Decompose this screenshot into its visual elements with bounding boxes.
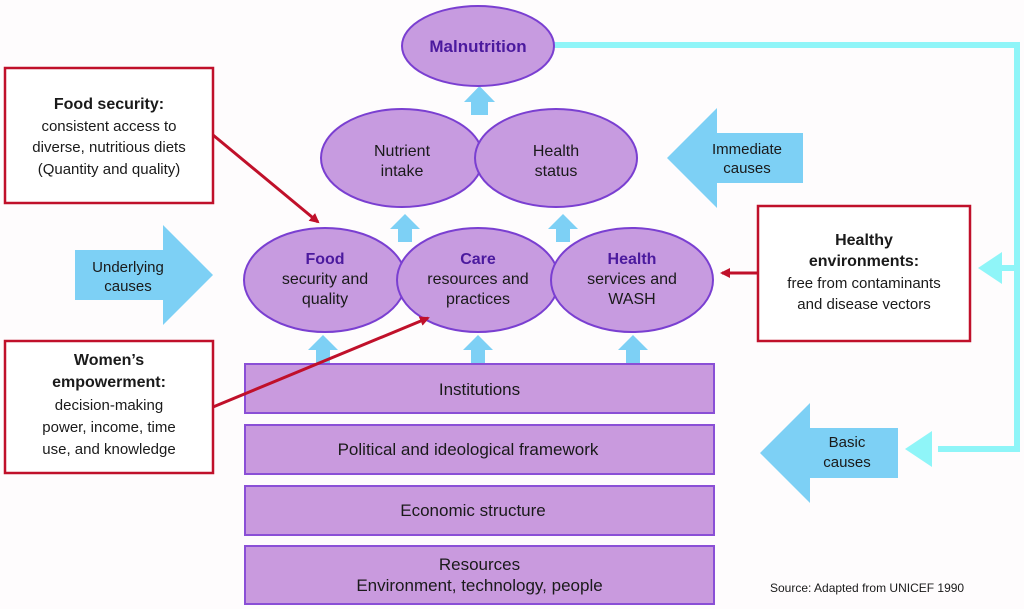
nutrient-intake-line1: Nutrient xyxy=(374,143,431,160)
health-services-line1: services and xyxy=(587,271,677,288)
immediate-causes-line1: Immediate xyxy=(712,141,782,158)
womens-empowerment-title1: Women’s xyxy=(74,352,144,369)
health-status-line2: status xyxy=(535,163,578,180)
immediate-causes-arrow: Immediate causes xyxy=(667,108,803,208)
underlying-causes-line1: Underlying xyxy=(92,259,164,276)
health-services-title: Health xyxy=(608,251,657,268)
feedback-connector xyxy=(540,42,1020,467)
healthy-environments-line2: and disease vectors xyxy=(797,296,930,313)
womens-empowerment-line2: power, income, time xyxy=(42,419,175,436)
layer-resources xyxy=(244,545,715,605)
womens-empowerment-box xyxy=(3,339,215,475)
layer-institutions-label: Institutions xyxy=(439,380,520,399)
underlying-causes-nodes: Food security and quality Care resources… xyxy=(243,227,714,333)
up-arrow-health-status xyxy=(548,214,578,242)
healthy-environments-line1: free from contaminants xyxy=(787,275,940,292)
malnutrition-ellipse xyxy=(401,5,555,87)
basic-causes-arrow: Basic causes xyxy=(760,403,898,503)
connector-arrowhead-healthy xyxy=(978,252,1002,284)
basic-layers: Institutions Political and ideological f… xyxy=(244,363,715,605)
womens-empowerment-line1: decision-making xyxy=(55,397,163,414)
food-security-line3: (Quantity and quality) xyxy=(38,161,181,178)
immediate-causes-line2: causes xyxy=(723,160,771,177)
health-status-line1: Health xyxy=(533,143,579,160)
up-arrow-health-services xyxy=(618,335,648,363)
immediate-causes-arrow-shape xyxy=(667,108,803,208)
nutrient-intake-line2: intake xyxy=(381,163,424,180)
food-security-callout: Food security: consistent access to dive… xyxy=(3,66,215,205)
health-status-ellipse xyxy=(474,108,638,208)
layer-political-label: Political and ideological framework xyxy=(338,440,599,459)
womens-empowerment-callout: Women’s empowerment: decision-making pow… xyxy=(3,339,215,475)
immediate-causes-nodes: Nutrient intake Health status xyxy=(320,108,638,208)
womens-empowerment-line3: use, and knowledge xyxy=(42,441,175,458)
food-security-line2: diverse, nutritious diets xyxy=(32,139,185,156)
food-security-line1: consistent access to xyxy=(41,118,176,135)
food-security-box xyxy=(3,66,215,205)
health-services-ellipse xyxy=(550,227,714,333)
layer-resources-subtitle: Environment, technology, people xyxy=(356,576,602,595)
connector-line-top xyxy=(540,42,1020,452)
food-security-pointer xyxy=(212,133,320,224)
healthy-environments-callout: Healthy environments: free from contamin… xyxy=(756,204,972,343)
layer-economic xyxy=(244,485,715,536)
womens-empowerment-title2: empowerment: xyxy=(52,374,166,391)
healthy-environments-box xyxy=(756,204,972,343)
healthy-environments-title1: Healthy xyxy=(835,232,893,249)
food-line1: security and xyxy=(282,271,368,288)
care-title: Care xyxy=(460,251,496,268)
malnutrition-label: Malnutrition xyxy=(429,37,526,56)
layer-political xyxy=(244,424,715,475)
source-note: Source: Adapted from UNICEF 1990 xyxy=(770,581,964,595)
health-services-line2: WASH xyxy=(608,291,655,308)
underlying-causes-arrow: Underlying causes xyxy=(75,225,213,325)
malnutrition-node: Malnutrition xyxy=(401,5,555,87)
care-line2: practices xyxy=(446,291,510,308)
up-arrow-care xyxy=(463,335,493,363)
food-security-title: Food security: xyxy=(54,96,164,113)
underlying-causes-arrow-shape xyxy=(75,225,213,325)
food-title: Food xyxy=(305,251,344,268)
care-line1: resources and xyxy=(427,271,528,288)
basic-causes-arrow-shape xyxy=(760,403,898,503)
up-arrow-to-malnutrition xyxy=(464,86,495,115)
layer-resources-title: Resources xyxy=(439,555,520,574)
up-arrow-nutrient xyxy=(390,214,420,242)
womens-empowerment-pointer xyxy=(212,316,430,409)
basic-causes-line1: Basic xyxy=(829,434,866,451)
connector-arrowhead-basic xyxy=(905,431,932,467)
food-line2: quality xyxy=(302,291,348,308)
basic-causes-line2: causes xyxy=(823,454,871,471)
healthy-environments-title2: environments: xyxy=(809,253,919,270)
up-arrow-food xyxy=(308,335,338,363)
layer-economic-label: Economic structure xyxy=(400,501,546,520)
underlying-causes-line2: causes xyxy=(104,278,152,295)
up-arrows xyxy=(308,86,648,363)
layer-institutions xyxy=(244,363,715,414)
